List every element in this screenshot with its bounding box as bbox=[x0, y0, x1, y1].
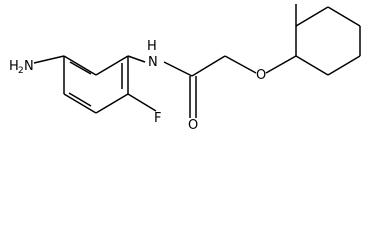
amide-n-label: N bbox=[148, 55, 158, 70]
cyclo-bond-6 bbox=[295, 55, 329, 76]
ring-bond-c6-c1 bbox=[63, 55, 97, 76]
cyclo-bond-3 bbox=[327, 6, 361, 27]
ether-oxygen-label: O bbox=[256, 68, 266, 83]
bond-ch2-to-ether-o bbox=[224, 55, 257, 74]
carbonyl-oxygen-label: O bbox=[188, 118, 198, 133]
ring-bond-c4-c5 bbox=[63, 93, 97, 114]
bond-ring-to-fluorine bbox=[127, 93, 157, 112]
fluorine-label: F bbox=[154, 111, 161, 126]
ring-double-bond-inner-2 bbox=[68, 92, 92, 107]
cyclo-bond-2 bbox=[295, 6, 329, 27]
molecule-structure-diagram: H 2 N H N O O F bbox=[9, 4, 361, 133]
amine-subscript-label: 2 bbox=[18, 66, 24, 76]
bond-ring-to-amine bbox=[33, 55, 65, 64]
ring-bond-c3-c4 bbox=[95, 93, 129, 114]
amine-group-label: H 2 N bbox=[9, 59, 34, 76]
cyclohexane-ring bbox=[295, 6, 361, 76]
cyclo-bond-5 bbox=[327, 55, 361, 76]
bond-ether-o-to-cyclohexyl bbox=[265, 55, 297, 74]
benzene-ring bbox=[63, 55, 129, 114]
amide-h-label: H bbox=[147, 39, 157, 54]
amine-n-label: N bbox=[24, 59, 34, 74]
ring-double-bond-inner-3 bbox=[69, 61, 92, 75]
ring-bond-c1-c2 bbox=[95, 55, 129, 76]
bond-ring-to-amide-n bbox=[127, 55, 146, 63]
bond-carbonyl-c-to-ch2 bbox=[191, 55, 226, 77]
bond-amide-n-to-carbonyl-c bbox=[163, 61, 193, 77]
amine-h-label: H bbox=[9, 59, 19, 74]
amide-nh-label: H N bbox=[147, 39, 158, 70]
